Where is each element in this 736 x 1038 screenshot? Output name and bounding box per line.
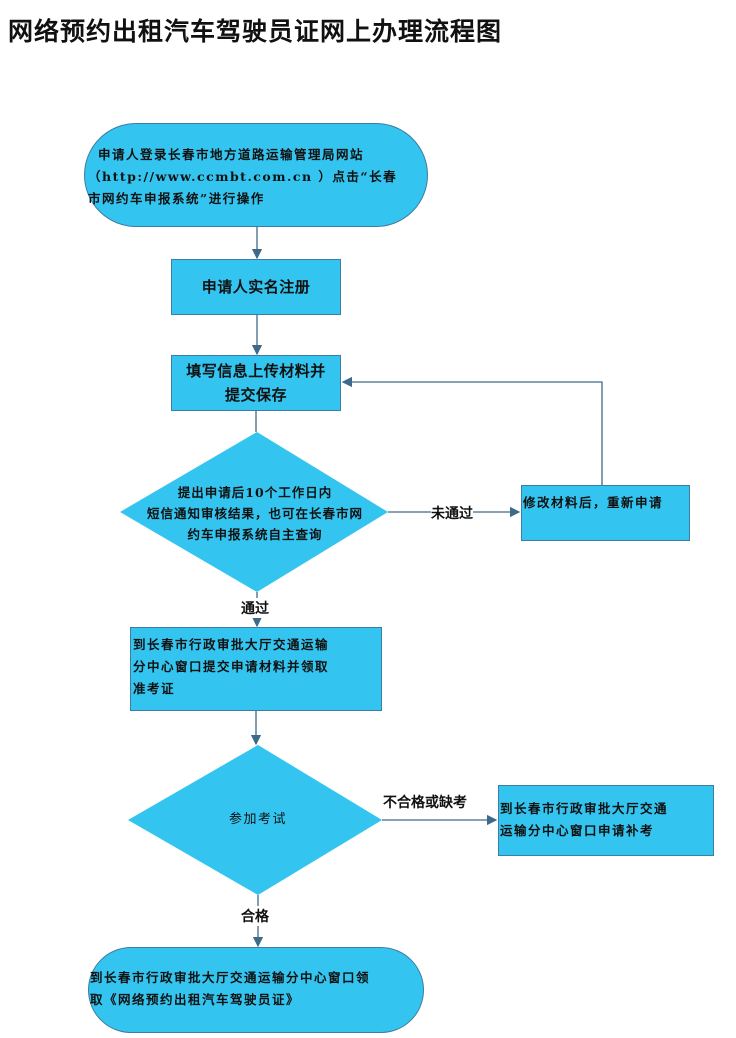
label-not-passed: 未通过 <box>431 503 473 523</box>
submit-line-1: 到长春市行政审批大厅交通运输 <box>133 637 330 652</box>
submit-window-node-text: 到长春市行政审批大厅交通运输 分中心窗口提交申请材料并领取 准考证 <box>133 634 383 700</box>
arrow-revise-to-fill <box>341 376 603 485</box>
finish-line-2: 取《网络预约出租汽车驾驶员证》 <box>90 992 301 1007</box>
submit-window-node <box>130 627 382 711</box>
revise-node <box>521 485 690 541</box>
retake-line-1: 到长春市行政审批大厅交通 <box>500 801 669 816</box>
review-node-text: 提出申请后10个工作日内 短信通知审核结果，也可在长春市网 约车申报系统自主查询 <box>110 482 400 545</box>
start-line-1: 申请人登录长春市地方道路运输管理局网站 <box>98 147 365 162</box>
review-decision-shape <box>120 432 388 592</box>
exam-decision-shape <box>128 745 382 895</box>
page-title: 网络预约出租汽车驾驶员证网上办理流程图 <box>8 17 503 46</box>
label-passed: 通过 <box>241 598 269 618</box>
fill-info-node-text: 填写信息上传材料并 提交保存 <box>171 359 341 407</box>
review-line-3: 约车申报系统自主查询 <box>187 527 323 542</box>
retake-node-text: 到长春市行政审批大厅交通 运输分中心窗口申请补考 <box>500 798 714 842</box>
start-node <box>84 123 428 227</box>
review-line-1: 提出申请后10个工作日内 <box>177 485 333 500</box>
finish-node <box>88 947 424 1033</box>
fill-info-line-1: 填写信息上传材料并 <box>186 362 326 380</box>
start-line-2: （http://www.ccmbt.com.cn ）点击“长春 <box>88 169 398 184</box>
review-line-2: 短信通知审核结果，也可在长春市网 <box>146 506 363 521</box>
fill-info-line-2: 提交保存 <box>224 386 287 404</box>
register-node-text: 申请人实名注册 <box>201 278 311 296</box>
finish-node-text: 到长春市行政审批大厅交通运输分中心窗口领 取《网络预约出租汽车驾驶员证》 <box>90 967 430 1011</box>
exam-node-text: 参加考试 <box>228 812 287 827</box>
retake-node <box>498 785 714 856</box>
finish-line-1: 到长春市行政审批大厅交通运输分中心窗口领 <box>90 970 371 985</box>
retake-line-2: 运输分中心窗口申请补考 <box>500 823 655 838</box>
register-node <box>171 259 341 315</box>
submit-line-3: 准考证 <box>133 681 176 696</box>
fill-info-node <box>171 355 341 411</box>
start-line-3: 市网约车申报系统”进行操作 <box>88 191 265 206</box>
submit-line-2: 分中心窗口提交申请材料并领取 <box>133 659 330 674</box>
revise-node-text: 修改材料后，重新申请 <box>523 495 664 510</box>
label-qualified: 合格 <box>241 906 269 926</box>
label-failed-or-absent: 不合格或缺考 <box>383 792 467 812</box>
start-node-text: 申请人登录长春市地方道路运输管理局网站 （http://www.ccmbt.co… <box>88 144 428 210</box>
